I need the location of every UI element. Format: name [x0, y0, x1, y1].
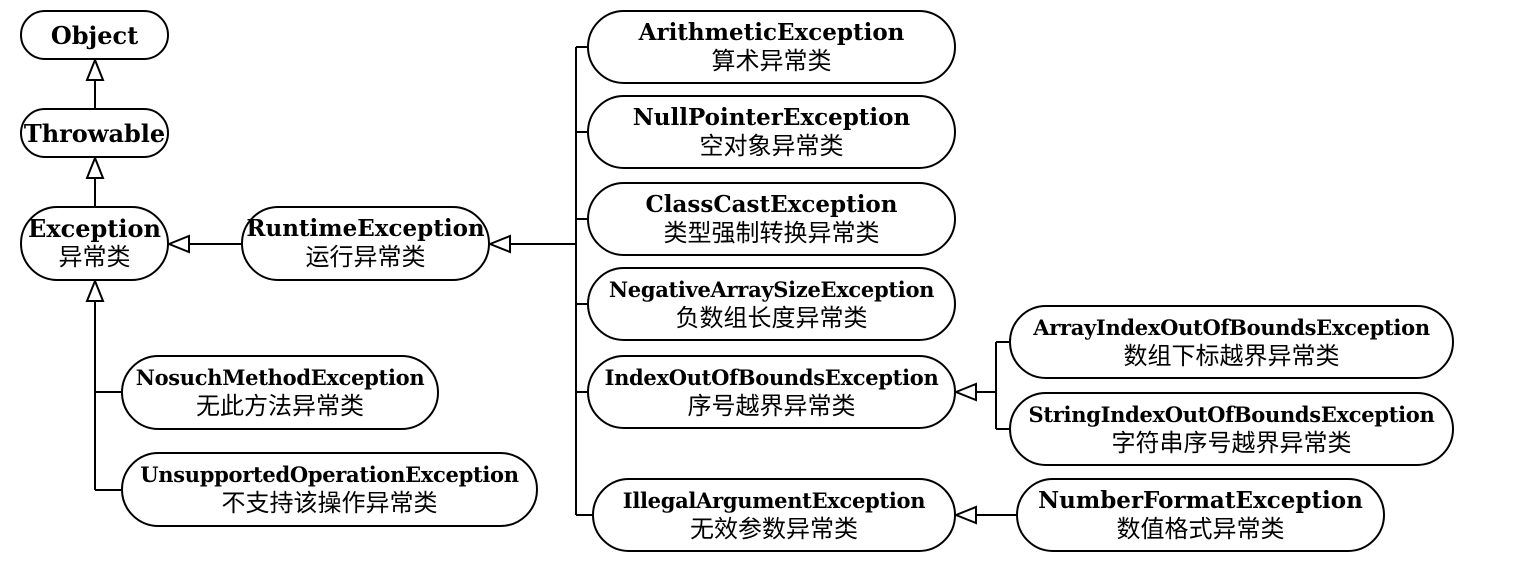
- node-array-index-out-of-bounds-exception-name: ArrayIndexOutOfBoundsException: [1033, 314, 1430, 340]
- node-index-out-of-bounds-exception: IndexOutOfBoundsException 序号越界异常类: [587, 355, 956, 429]
- arrow-to-runtime-exception: [487, 234, 511, 254]
- node-negative-array-size-exception: NegativeArraySizeException 负数组长度异常类: [587, 267, 956, 341]
- arrow-to-index-out-of-bounds: [953, 382, 977, 402]
- node-class-cast-exception-name: ClassCastException: [645, 190, 898, 218]
- node-throwable: Throwable: [20, 108, 169, 158]
- node-string-index-out-of-bounds-exception: StringIndexOutOfBoundsException 字符串序号越界异…: [1009, 392, 1454, 466]
- node-null-pointer-exception-desc: 空对象异常类: [699, 131, 844, 160]
- node-class-cast-exception-desc: 类型强制转换异常类: [663, 218, 880, 247]
- node-runtime-exception-desc: 运行异常类: [305, 243, 426, 271]
- node-null-pointer-exception: NullPointerException 空对象异常类: [587, 95, 956, 169]
- node-object-name: Object: [50, 20, 139, 50]
- node-array-index-out-of-bounds-exception: ArrayIndexOutOfBoundsException 数组下标越界异常类: [1009, 305, 1454, 379]
- node-number-format-exception-desc: 数值格式异常类: [1116, 514, 1285, 543]
- node-number-format-exception-name: NumberFormatException: [1038, 486, 1363, 514]
- node-index-out-of-bounds-exception-name: IndexOutOfBoundsException: [604, 364, 939, 390]
- node-index-out-of-bounds-exception-desc: 序号越界异常类: [687, 391, 856, 420]
- node-exception: Exception 异常类: [20, 206, 169, 281]
- node-illegal-argument-exception-desc: 无效参数异常类: [690, 514, 858, 543]
- node-string-index-out-of-bounds-exception-name: StringIndexOutOfBoundsException: [1028, 401, 1435, 427]
- node-negative-array-size-exception-desc: 负数组长度异常类: [675, 303, 868, 332]
- node-negative-array-size-exception-name: NegativeArraySizeException: [608, 276, 935, 302]
- node-runtime-exception: RuntimeException 运行异常类: [241, 206, 490, 281]
- node-class-cast-exception: ClassCastException 类型强制转换异常类: [587, 182, 956, 256]
- node-throwable-name: Throwable: [23, 118, 166, 148]
- arrow-to-object: [85, 57, 105, 81]
- node-arithmetic-exception: ArithmeticException 算术异常类: [587, 10, 956, 84]
- node-arithmetic-exception-desc: 算术异常类: [711, 46, 832, 75]
- arrow-to-illegal-argument: [953, 505, 977, 525]
- arrow-to-throwable: [85, 155, 105, 179]
- node-exception-name: Exception: [28, 214, 161, 243]
- arrow-to-exception: [166, 234, 190, 254]
- node-nosuch-method-exception: NosuchMethodException 无此方法异常类: [121, 355, 439, 430]
- node-array-index-out-of-bounds-exception-desc: 数组下标越界异常类: [1123, 341, 1340, 370]
- node-object: Object: [20, 10, 169, 60]
- arrow-to-exception-bottom: [85, 278, 105, 302]
- node-nosuch-method-exception-name: NosuchMethodException: [135, 365, 425, 390]
- node-illegal-argument-exception: IllegalArgumentException 无效参数异常类: [592, 478, 956, 552]
- node-nosuch-method-exception-desc: 无此方法异常类: [196, 392, 364, 420]
- node-string-index-out-of-bounds-exception-desc: 字符串序号越界异常类: [1111, 428, 1352, 457]
- node-illegal-argument-exception-name: IllegalArgumentException: [622, 487, 926, 513]
- node-null-pointer-exception-name: NullPointerException: [632, 103, 911, 131]
- node-number-format-exception: NumberFormatException 数值格式异常类: [1016, 478, 1385, 552]
- node-unsupported-operation-exception: UnsupportedOperationException 不支持该操作异常类: [121, 452, 538, 527]
- node-unsupported-operation-exception-desc: 不支持该操作异常类: [221, 489, 438, 517]
- node-exception-desc: 异常类: [58, 243, 131, 271]
- node-arithmetic-exception-name: ArithmeticException: [638, 18, 905, 46]
- node-unsupported-operation-exception-name: UnsupportedOperationException: [140, 462, 519, 487]
- node-runtime-exception-name: RuntimeException: [246, 215, 485, 242]
